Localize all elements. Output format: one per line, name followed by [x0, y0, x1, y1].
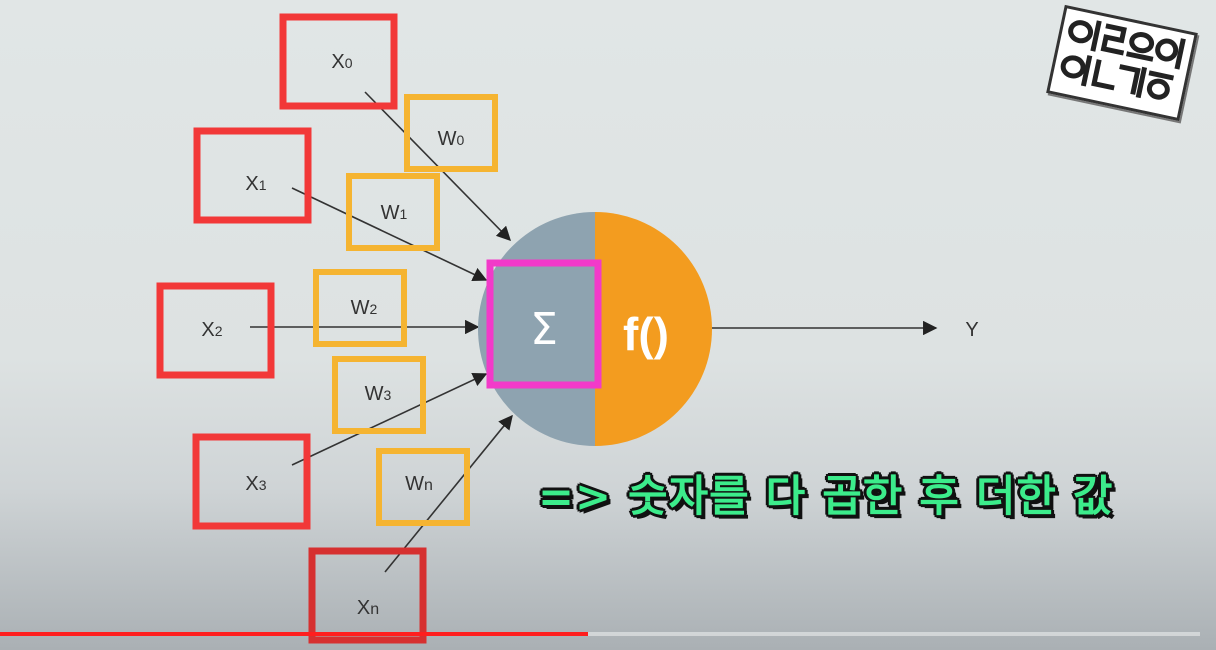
input-box-xn: Xn	[308, 547, 427, 644]
edge-x3	[291, 372, 488, 466]
input-box-x0: X0	[279, 13, 398, 110]
edge-xn	[384, 414, 513, 573]
svg-text:X2: X2	[201, 319, 222, 341]
activation-half	[595, 212, 712, 446]
input-box-x1: X1	[193, 127, 312, 224]
input-box-x2: X2	[156, 282, 275, 379]
svg-text:Wn: Wn	[405, 473, 433, 495]
channel-logo-lettering	[1060, 20, 1186, 100]
svg-text:W2: W2	[351, 297, 378, 319]
channel-logo	[1046, 4, 1198, 122]
svg-text:W1: W1	[381, 202, 408, 224]
weight-box-w2: W2	[313, 269, 407, 347]
svg-text:X0: X0	[331, 51, 352, 73]
svg-text:X3: X3	[245, 473, 266, 495]
activation-label: f()	[623, 308, 669, 360]
svg-text:W3: W3	[365, 383, 392, 405]
sum-highlight-box	[486, 259, 602, 389]
weight-box-wn: Wn	[376, 448, 470, 526]
video-progress-played	[0, 632, 588, 636]
subtitle-caption: => 숫자를 다 곱한 후 더한 값	[538, 472, 1114, 522]
weight-box-w0: W0	[404, 94, 498, 172]
sum-symbol: Σ	[530, 304, 558, 355]
input-box-x3: X3	[192, 433, 311, 530]
weight-box-w1: W1	[346, 173, 440, 251]
weight-box-w3: W3	[332, 356, 426, 434]
svg-text:W0: W0	[438, 128, 465, 150]
svg-text:X1: X1	[245, 173, 266, 195]
edge-x1	[291, 187, 488, 281]
video-progress-bar[interactable]	[0, 632, 1200, 636]
svg-text:Xn: Xn	[357, 597, 379, 619]
output-label: Y	[965, 319, 978, 341]
